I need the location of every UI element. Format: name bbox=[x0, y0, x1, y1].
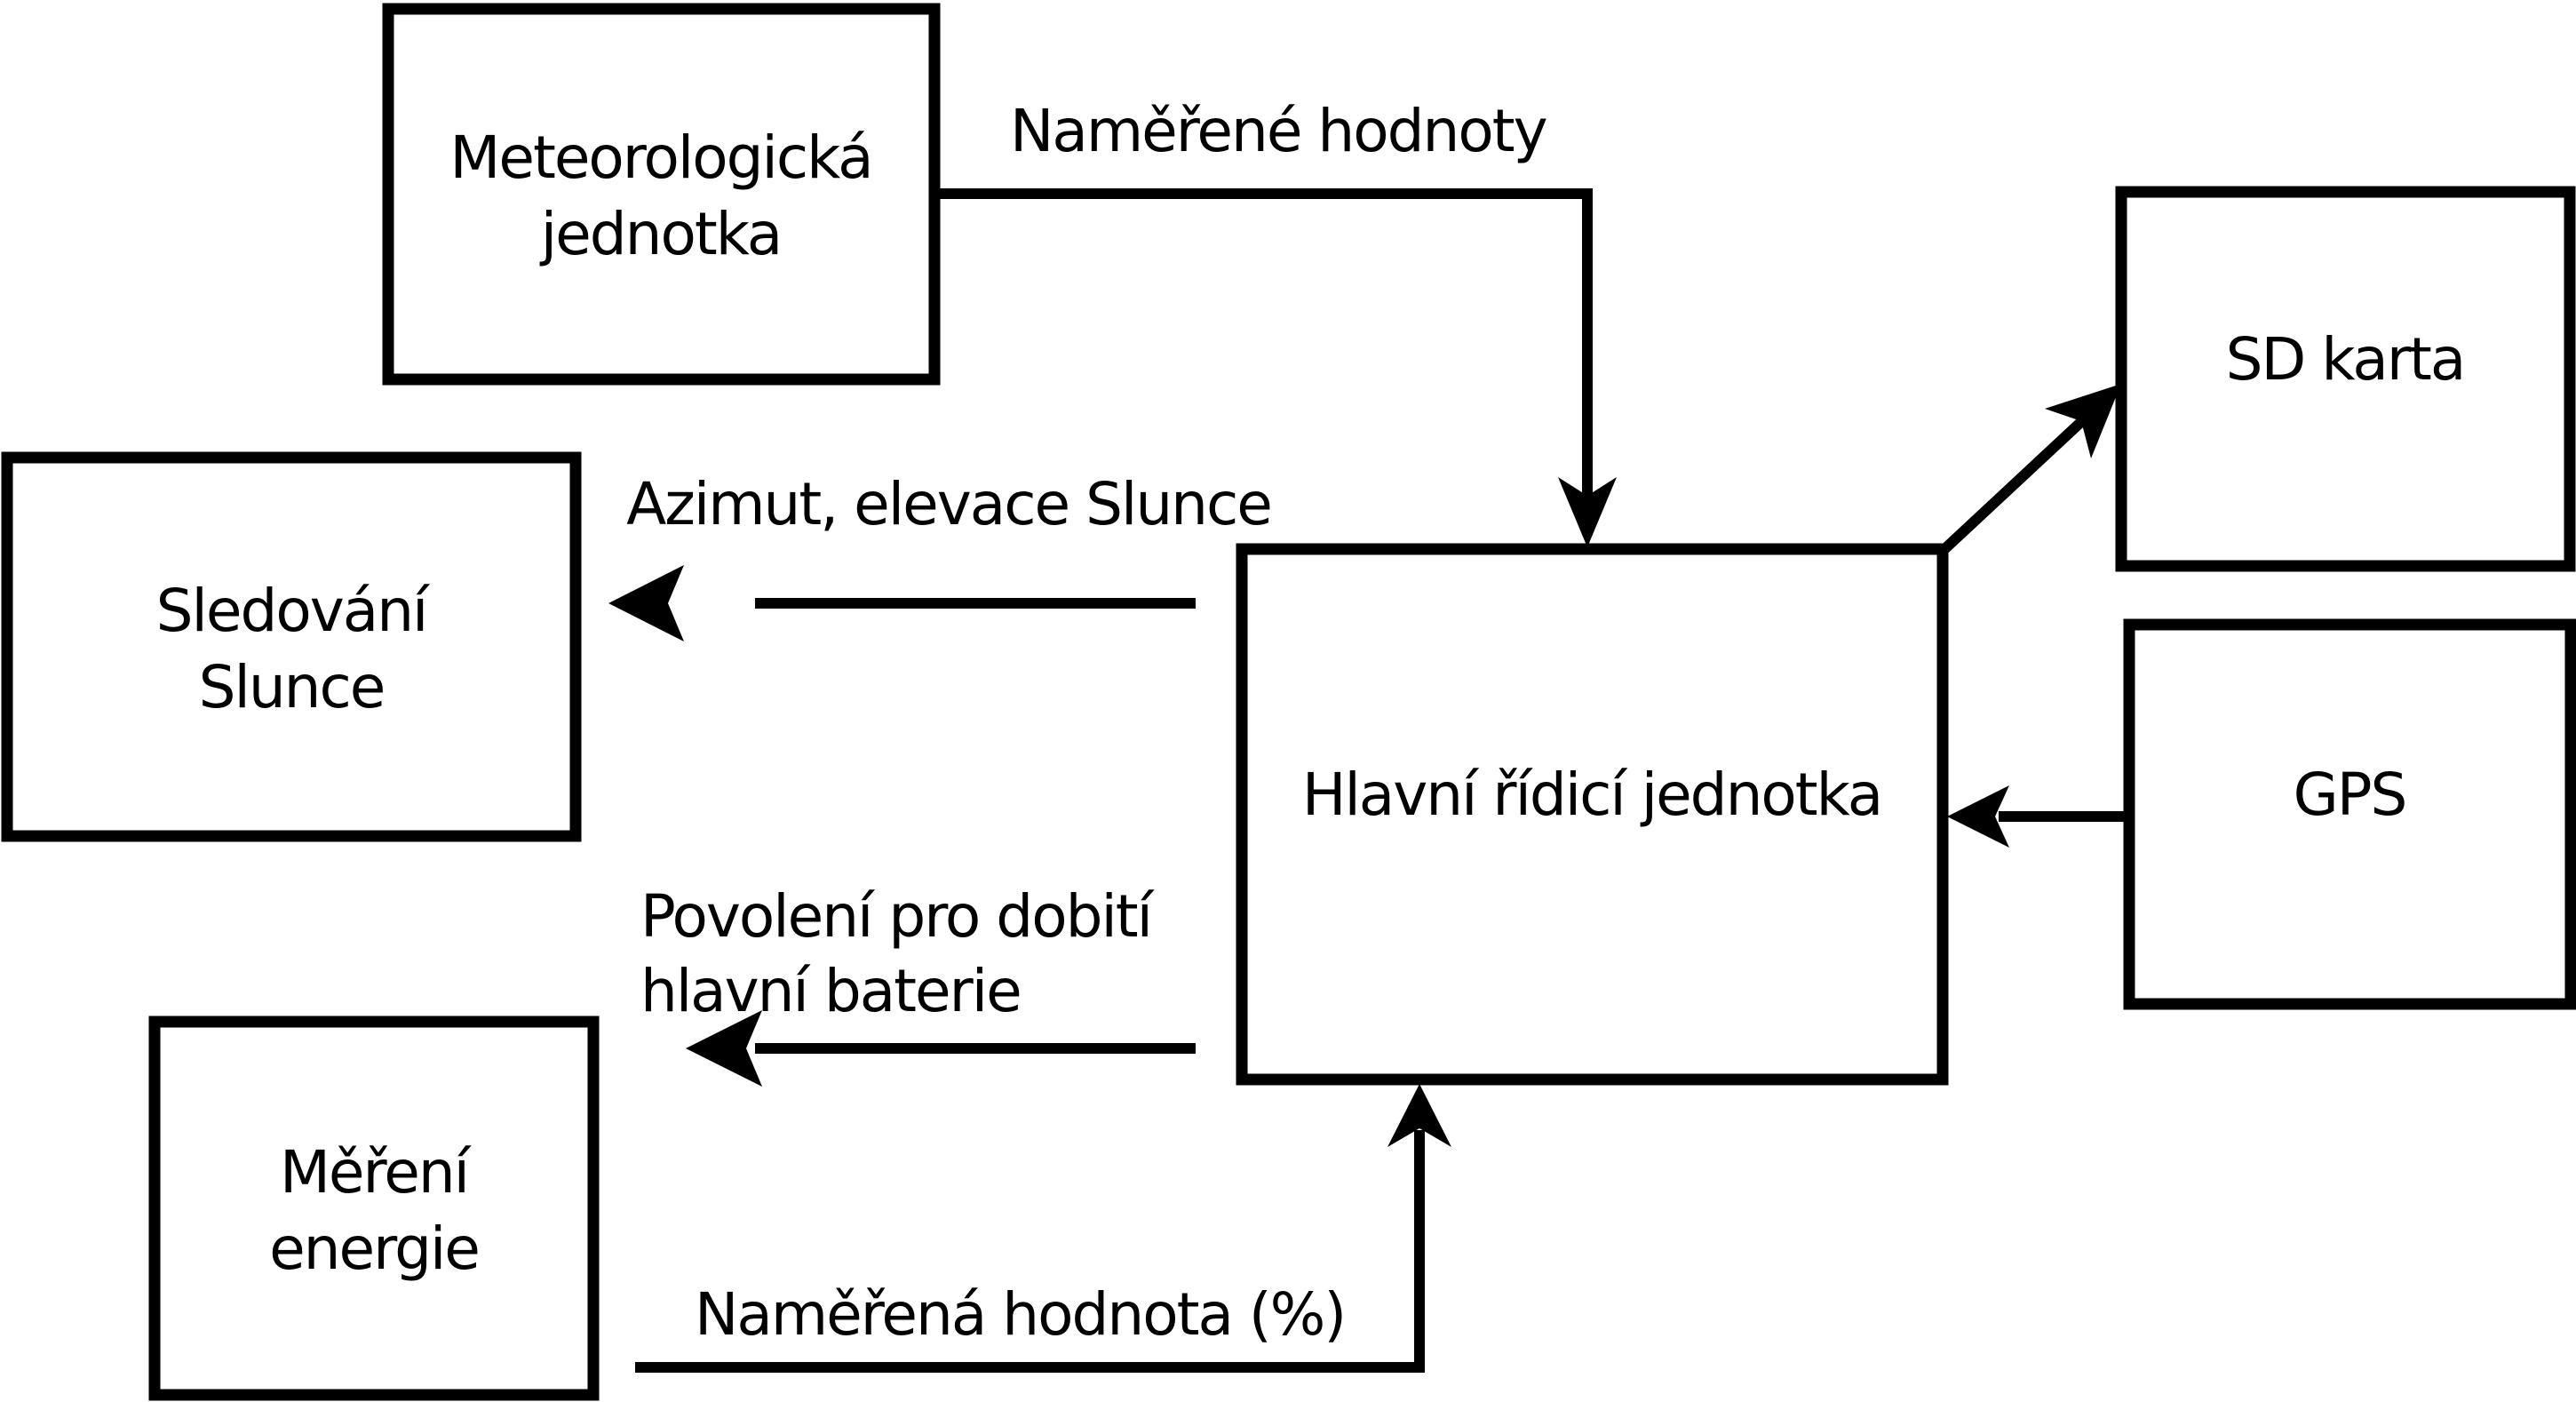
box-energy-measurement-label-line2: energie bbox=[269, 1215, 479, 1283]
box-meteo-unit bbox=[382, 3, 941, 386]
edge-label-sun-azimuth: Azimut, elevace Slunce bbox=[626, 470, 1271, 538]
arrowhead-sun-azimuth bbox=[608, 565, 684, 641]
arrow-sd-write-line bbox=[1938, 415, 2088, 555]
box-gps-label: GPS bbox=[2294, 761, 2406, 829]
box-meteo-unit-label-line2: jednotka bbox=[539, 200, 781, 268]
box-gps bbox=[2123, 618, 2576, 1010]
edge-label-charge-permission-line2: hlavní baterie bbox=[640, 957, 1021, 1025]
box-main-control-unit-label: Hlavní řídicí jednotka bbox=[1302, 761, 1881, 829]
box-main-control-unit bbox=[1236, 543, 1949, 1086]
box-sun-tracking-label-line1: Sledování bbox=[156, 577, 431, 645]
box-energy-measurement bbox=[148, 1016, 600, 1401]
arrowhead-sd-write bbox=[2045, 384, 2121, 458]
box-meteo-unit-label-line1: Meteorologická bbox=[449, 123, 871, 192]
arrow-measured-values-line bbox=[934, 188, 1593, 498]
box-sun-tracking-label-line2: Slunce bbox=[199, 653, 385, 721]
edge-label-measured-values: Naměřené hodnoty bbox=[1010, 97, 1547, 165]
box-sd-card bbox=[2115, 186, 2576, 572]
edge-label-measured-percent: Naměřená hodnota (%) bbox=[695, 1280, 1345, 1349]
arrowhead-gps-data bbox=[1947, 785, 2009, 848]
box-energy-measurement-label-line1: Měření bbox=[280, 1138, 473, 1207]
edge-label-charge-permission-line1: Povolení pro dobití bbox=[640, 882, 1156, 951]
arrowhead-measured-values bbox=[1558, 477, 1617, 547]
arrow-measured-percent-line bbox=[635, 1130, 1425, 1373]
arrowhead-measured-percent bbox=[1387, 1084, 1451, 1147]
box-sd-card-label: SD karta bbox=[2226, 325, 2465, 394]
box-sun-tracking bbox=[1, 451, 582, 842]
arrowhead-charge-permission bbox=[686, 1010, 762, 1087]
